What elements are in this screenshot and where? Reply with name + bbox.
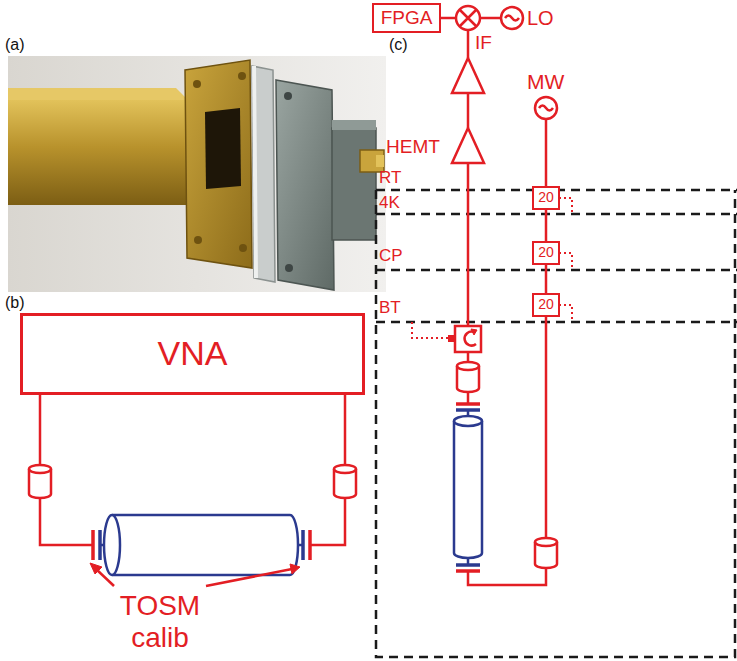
panel-label: (b) (5, 294, 25, 312)
amplifier-label: HEMT (386, 136, 440, 158)
stage-label: BT (379, 298, 401, 318)
controller-box: FPGA (372, 3, 441, 33)
box-text: FPGA (381, 8, 433, 29)
signal-wire (545, 210, 548, 241)
box-text: VNA (158, 335, 228, 372)
waveguide-photo (8, 56, 386, 292)
panel-label: (a) (5, 36, 25, 54)
calibration-note: TOSM calib (90, 590, 230, 654)
attenuator-box: 20 (532, 241, 560, 265)
coax-cylinder (100, 515, 303, 575)
instrument-box: VNA (20, 313, 365, 395)
attenuator-box: 20 (532, 186, 560, 210)
source-label: MW (527, 70, 564, 94)
sample-cylinder (454, 410, 482, 565)
box-text: 20 (538, 297, 554, 312)
stage-label: CP (379, 246, 403, 266)
attenuator-box: 20 (532, 293, 560, 317)
calib-arrows (90, 563, 300, 586)
panel-label: (c) (389, 36, 408, 54)
stage-label: RT (379, 168, 401, 188)
stage-label: 4K (379, 193, 400, 213)
box-text: 20 (538, 245, 554, 260)
source-label: LO (527, 7, 554, 30)
readout-wiring (412, 6, 572, 585)
box-text: 20 (538, 190, 554, 205)
signal-label: IF (475, 32, 492, 54)
signal-wire (545, 265, 548, 293)
vna-wiring (29, 395, 356, 560)
temperature-stages (376, 190, 737, 657)
